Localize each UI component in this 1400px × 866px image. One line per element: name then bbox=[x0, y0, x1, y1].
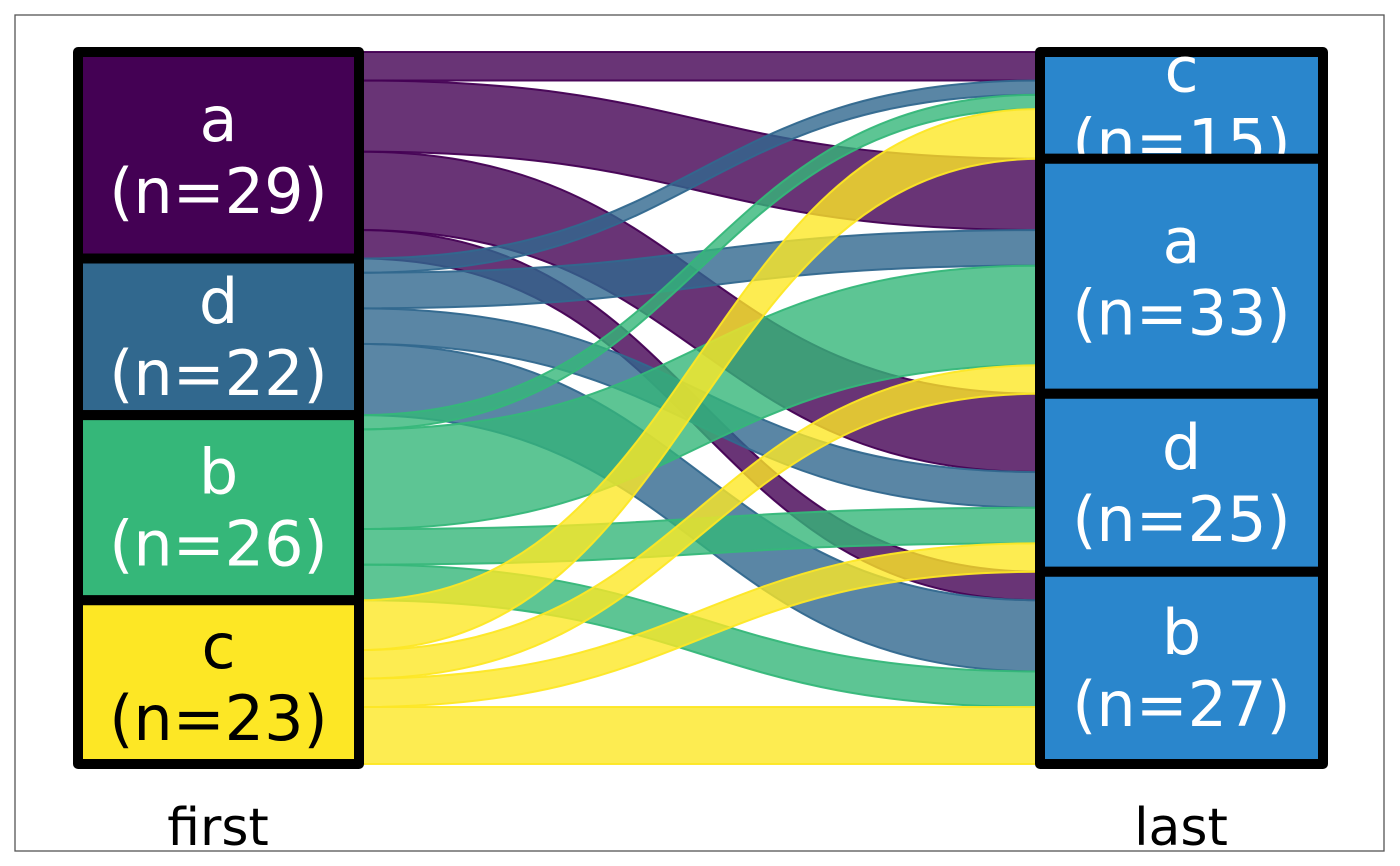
flow-c-to-b bbox=[358, 706, 1041, 766]
right-node-d-count: (n=25) bbox=[1072, 483, 1291, 556]
flows-layer bbox=[358, 50, 1041, 766]
left-node-a-label: a bbox=[200, 83, 238, 156]
right-node-a bbox=[1035, 153, 1328, 399]
left-node-c bbox=[73, 595, 364, 769]
flow-a-to-c bbox=[358, 50, 1041, 82]
right-node-b-label: b bbox=[1162, 596, 1201, 669]
left-node-a-count: (n=29) bbox=[109, 155, 328, 228]
left-node-d bbox=[73, 253, 364, 421]
right-node-c-label: c bbox=[1164, 33, 1198, 106]
left-node-d-label: d bbox=[199, 265, 238, 338]
left-node-c-label: c bbox=[201, 610, 235, 683]
right-node-d-label: d bbox=[1162, 411, 1201, 484]
left-node-b-label: b bbox=[199, 436, 238, 509]
left-node-c-count: (n=23) bbox=[109, 682, 328, 755]
right-node-a-label: a bbox=[1163, 204, 1201, 277]
right-node-b bbox=[1035, 566, 1328, 770]
left-axis-label: first bbox=[167, 798, 269, 858]
left-node-a bbox=[73, 47, 364, 264]
left-node-b-count: (n=26) bbox=[109, 508, 328, 581]
right-axis-label: last bbox=[1134, 798, 1228, 858]
nodes-layer: a(n=29)d(n=22)b(n=26)c(n=23)c(n=15)a(n=3… bbox=[73, 33, 1328, 770]
right-node-c bbox=[1035, 47, 1328, 164]
right-node-a-count: (n=33) bbox=[1072, 276, 1291, 349]
right-node-b-count: (n=27) bbox=[1072, 668, 1291, 741]
left-node-d-count: (n=22) bbox=[109, 337, 328, 410]
